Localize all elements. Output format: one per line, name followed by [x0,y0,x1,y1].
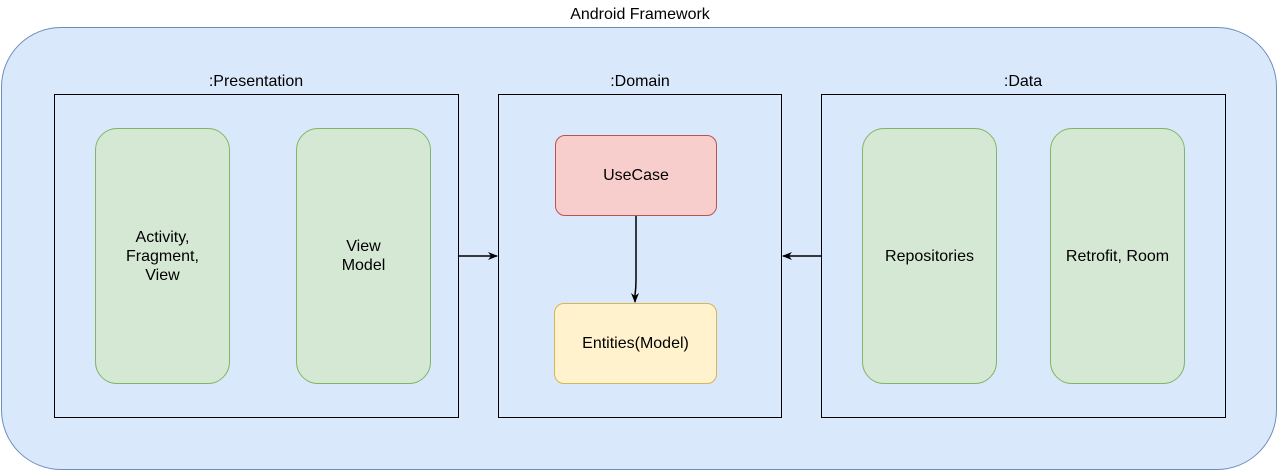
data-title: :Data [1003,73,1043,90]
retrofit-room-node: Retrofit, Room [1050,128,1185,384]
presentation-title: :Presentation [208,73,304,90]
usecase-node: UseCase [555,135,717,216]
activity-fragment-view-node: Activity, Fragment, View [95,128,230,384]
entities-model-node: Entities(Model) [554,303,717,384]
repositories-node: Repositories [862,128,997,384]
framework-title: Android Framework [570,6,710,23]
domain-title: :Domain [610,73,670,90]
viewmodel-node: View Model [296,128,431,384]
